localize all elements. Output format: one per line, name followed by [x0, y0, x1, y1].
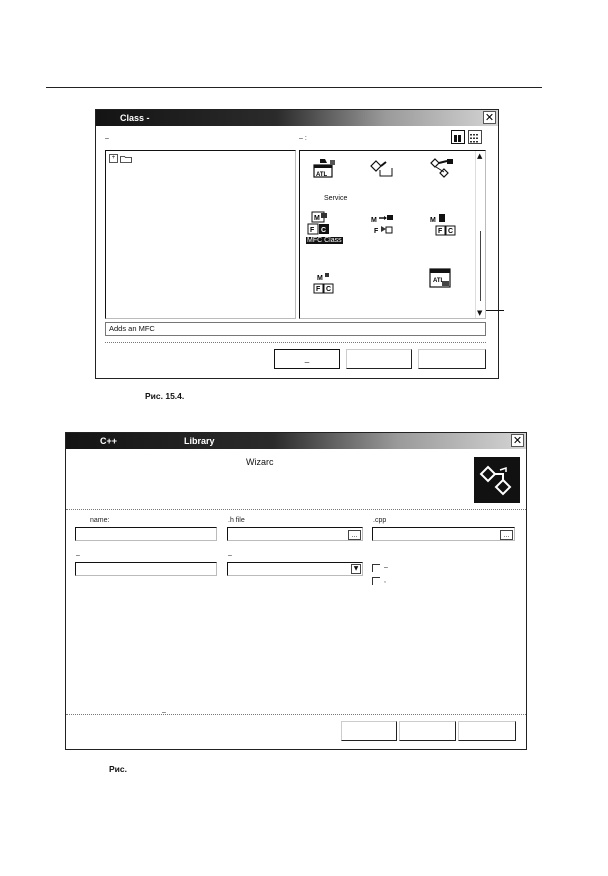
expand-icon[interactable]: +	[109, 154, 118, 163]
wizard-title: Wizarc	[246, 457, 274, 467]
dialog-title-left: C++	[100, 436, 118, 446]
svg-text:F: F	[310, 227, 315, 234]
template-item[interactable]	[370, 157, 396, 184]
base-class-label: –	[76, 552, 80, 559]
h-file-browse-button[interactable]: ...	[348, 530, 361, 540]
dialog-title-bar[interactable]: Class - ✕	[96, 110, 498, 126]
template-item[interactable]: M F C	[428, 213, 458, 242]
class-name-input[interactable]	[75, 527, 217, 541]
access-dropdown[interactable]: ▼	[227, 562, 363, 576]
template-item[interactable]: M F	[368, 213, 396, 242]
checkbox-box[interactable]	[372, 577, 380, 585]
svg-text:M: M	[317, 275, 323, 282]
figure-caption-2: Рис.	[109, 764, 127, 774]
callout-line	[486, 310, 504, 311]
large-icons-view-button[interactable]	[451, 130, 465, 144]
cpp-file-input[interactable]: ...	[372, 527, 515, 541]
finish-button[interactable]	[341, 721, 397, 741]
cpp-file-label: .cpp	[373, 517, 387, 524]
cancel-button[interactable]	[399, 721, 456, 741]
access-label: –	[228, 552, 232, 559]
figure-caption-1: Рис. 15.4.	[145, 391, 185, 401]
header-separator	[66, 509, 526, 510]
checkbox-label: –	[384, 564, 388, 571]
svg-text:F: F	[316, 286, 321, 293]
service-icon	[370, 160, 393, 177]
template-item[interactable]	[430, 157, 456, 186]
dialog-title: Class -	[120, 113, 150, 123]
large-icons-icon	[454, 135, 461, 142]
class-name-label: name:	[90, 517, 110, 524]
categories-label: –	[105, 135, 109, 142]
list-view-icon	[470, 134, 478, 143]
close-icon[interactable]: ✕	[511, 434, 524, 447]
svg-text:F: F	[374, 228, 379, 235]
mfc-class-icon: M F C	[307, 211, 329, 235]
template-item[interactable]: M F C	[312, 271, 336, 300]
help-button[interactable]	[418, 349, 486, 369]
wizard-diagram-icon	[479, 465, 512, 496]
h-file-label: .h file	[228, 517, 245, 524]
folder-icon	[120, 155, 132, 163]
tree-node[interactable]: +	[109, 154, 132, 163]
diagram-icon	[430, 158, 453, 178]
svg-text:C: C	[448, 228, 453, 235]
scroll-up-icon[interactable]: ▲	[477, 152, 483, 160]
svg-text:F: F	[438, 228, 443, 235]
dialog-title-right: Library	[184, 436, 215, 446]
chevron-down-icon[interactable]: ▼	[351, 564, 361, 574]
cpp-file-browse-button[interactable]: ...	[500, 530, 513, 540]
mfc-arrow-icon: M F	[371, 215, 393, 235]
base-class-dropdown[interactable]	[75, 562, 217, 576]
close-icon[interactable]: ✕	[483, 111, 496, 124]
mfc-class-label: MFC Class	[306, 237, 343, 244]
templates-scrollbar[interactable]: ▲ ▼	[475, 151, 485, 318]
mfc-doc-icon: M F C	[430, 214, 456, 236]
mfc-small-icon: M F C	[313, 273, 334, 294]
templates-list[interactable]: ATL Service	[299, 150, 486, 319]
footer-separator	[66, 714, 526, 715]
template-item-mfc-class[interactable]: M F C MFC Class	[306, 211, 343, 244]
cancel-button[interactable]	[346, 349, 412, 369]
scroll-thumb[interactable]	[480, 231, 481, 301]
svg-text:C: C	[326, 286, 331, 293]
svg-text:ATL: ATL	[433, 278, 445, 284]
atl-icon: ATL	[313, 159, 335, 178]
templates-label: – :	[299, 135, 307, 142]
add-class-dialog: Class - ✕ – – : + ATL	[95, 109, 504, 379]
checkbox-box[interactable]	[372, 564, 380, 572]
page-rule	[46, 87, 542, 88]
description-text: Adds an MFC	[109, 324, 155, 333]
template-item[interactable]: ATL	[428, 267, 454, 296]
atl-dialog-icon: ATL	[429, 268, 451, 288]
list-view-button[interactable]	[468, 130, 482, 144]
checkbox-label: ,	[384, 577, 386, 584]
svg-text:M: M	[371, 217, 377, 224]
ok-button[interactable]: _	[274, 349, 340, 369]
dialog-title-bar[interactable]: C++ Library ✕	[66, 433, 526, 449]
svg-text:C: C	[321, 227, 326, 234]
description-box: Adds an MFC	[105, 322, 486, 336]
categories-tree[interactable]: +	[105, 150, 296, 319]
template-item[interactable]: ATL	[312, 157, 338, 184]
wizard-logo	[474, 457, 520, 503]
help-button[interactable]	[458, 721, 516, 741]
h-file-input[interactable]: ...	[227, 527, 363, 541]
service-label: Service	[324, 195, 348, 202]
separator-mark: –	[162, 709, 166, 716]
scroll-down-icon[interactable]: ▼	[477, 309, 483, 317]
separator	[105, 342, 486, 343]
svg-text:M: M	[430, 217, 436, 224]
wizard-header: Wizarc	[66, 449, 526, 509]
class-wizard-dialog: C++ Library ✕ Wizarc name: .h file ... .…	[65, 432, 527, 750]
svg-text:M: M	[314, 215, 320, 222]
svg-text:ATL: ATL	[316, 172, 328, 178]
